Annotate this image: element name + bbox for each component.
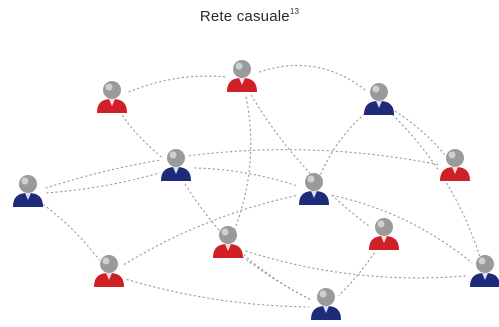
link-n8-n12 (227, 244, 486, 279)
person-body-n12 (470, 273, 499, 287)
person-node-n2-icon (225, 60, 259, 96)
person-node-n9-icon (367, 218, 401, 254)
person-node-n6-icon (159, 149, 193, 185)
person-node-n1-icon (95, 81, 129, 117)
link-n1-n2 (111, 75, 243, 101)
person-head-n9 (375, 218, 393, 236)
person-head-n11 (317, 288, 335, 306)
link-n2-n9 (241, 78, 385, 238)
diagram-title: Rete casuale13 (0, 7, 499, 25)
person-head-n10 (100, 255, 118, 273)
link-n6-n7 (175, 167, 315, 193)
person-head-n8 (219, 226, 237, 244)
person-node-n5-icon (438, 149, 472, 185)
link-n2-n3 (241, 64, 380, 103)
link-n4-n5 (27, 149, 456, 195)
person-node-n11-icon (309, 288, 343, 324)
title-text: Rete casuale (199, 8, 290, 25)
person-node-n7-icon (297, 173, 331, 209)
person-head-n5 (446, 149, 464, 167)
person-head-n2 (233, 60, 251, 78)
person-head-n3 (370, 83, 388, 101)
person-head-n12 (476, 255, 494, 273)
person-node-n8-icon (211, 226, 245, 262)
nodes-layer (11, 60, 499, 324)
link-n7-n12 (313, 191, 486, 275)
link-n2-n8 (227, 78, 252, 246)
title-footnote: 13 (289, 7, 300, 16)
person-node-n10-icon (92, 255, 126, 291)
person-node-n3-icon (362, 83, 396, 119)
person-node-n4-icon (11, 175, 45, 211)
link-n4-n6 (27, 167, 177, 195)
link-n3-n7 (313, 101, 380, 193)
person-head-n7 (305, 173, 323, 191)
link-n7-n10 (108, 191, 315, 275)
person-node-n12-icon (468, 255, 499, 291)
link-n10-n11 (108, 273, 327, 308)
person-head-n6 (167, 149, 185, 167)
person-head-n1 (103, 81, 121, 99)
person-head-n4 (19, 175, 37, 193)
